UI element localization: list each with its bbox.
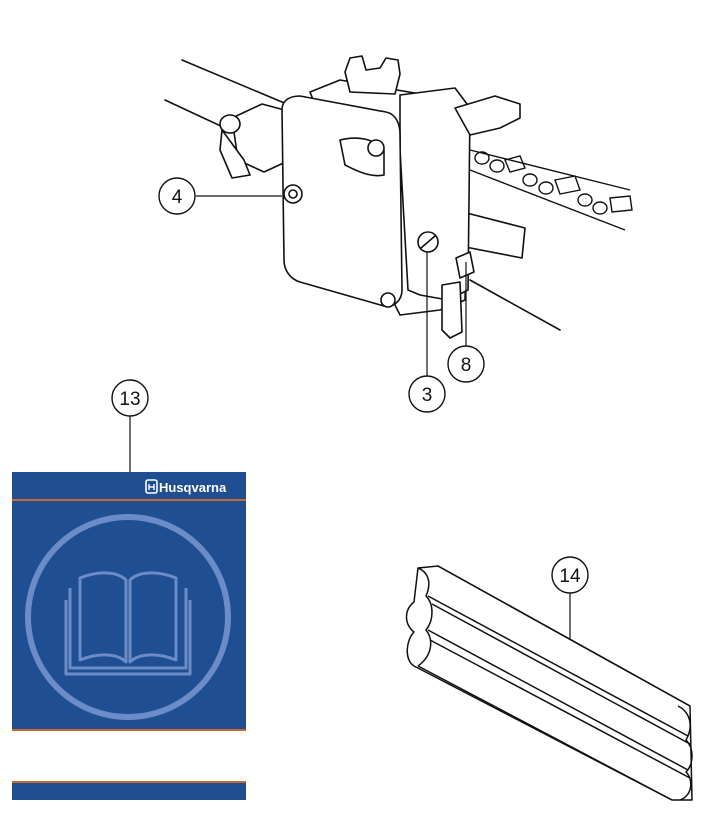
callout-13-label: 13 [119, 389, 140, 410]
callout-14-circle [551, 556, 589, 594]
clamp-tab [219, 129, 251, 179]
chain-guard-frame [454, 95, 521, 136]
adjuster-tab [455, 251, 475, 279]
callout-8: 8 [447, 262, 485, 383]
saw-chain [469, 149, 633, 231]
callout-13: 13 [111, 379, 149, 472]
callout-4-label: 4 [172, 187, 183, 208]
husqvarna-crown-logo [145, 479, 158, 494]
bar-line [469, 279, 561, 331]
cover-screw-bottom [380, 292, 396, 308]
callout-14-label: 14 [559, 566, 581, 587]
callout-3: 3 [408, 252, 446, 413]
callout-8-label: 8 [461, 355, 472, 376]
filler-cap [344, 55, 401, 95]
open-book-icon [64, 571, 192, 676]
manual-circle [25, 514, 231, 720]
chain-bar-guard [405, 565, 693, 801]
operators-manual: Husqvarna [12, 472, 246, 800]
housing-foot [441, 281, 463, 339]
callout-3-label: 3 [422, 385, 433, 406]
callout-4-circle [158, 177, 196, 215]
front-cover [281, 95, 403, 308]
callout-13-circle [111, 379, 149, 417]
manual-brand: Husqvarna [159, 480, 227, 495]
cover-screw-top [367, 139, 385, 157]
manual-white-band [12, 730, 246, 782]
callout-3-circle [408, 375, 446, 413]
callout-14: 14 [551, 556, 589, 645]
callout-4: 4 [158, 177, 282, 215]
callout-8-circle [447, 345, 485, 383]
pole-saw-gear-head [164, 55, 561, 339]
clamp-screw [219, 114, 241, 134]
